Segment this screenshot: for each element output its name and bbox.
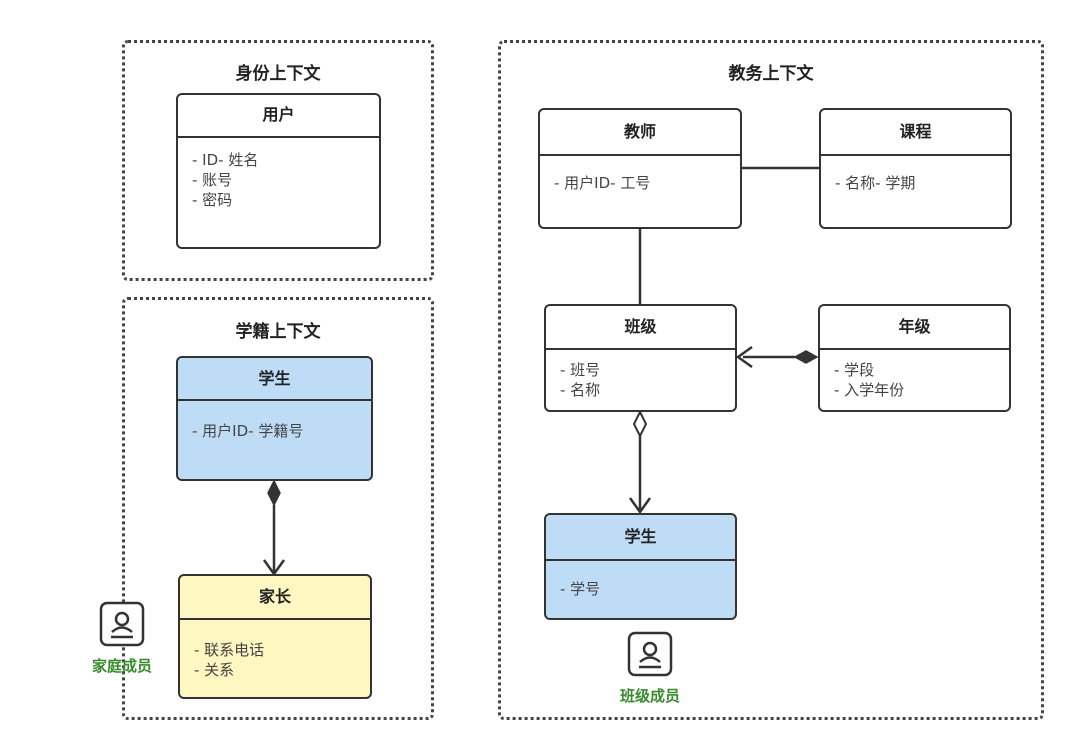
class-attr-name: - 名称 [560,381,601,399]
user-entity: 用户 - ID- 姓名 - 账号 - 密码 [176,93,381,249]
parent-attr-phone: - 联系电话 [194,641,265,659]
user-entity-attributes: - ID- 姓名 - 账号 - 密码 [178,138,379,210]
identity-context-title: 身份上下文 [235,64,321,84]
user-entity-title: 用户 [178,95,379,138]
teacher-attr-ids: - 用户ID- 工号 [554,174,651,192]
person-badge-icon [627,631,673,677]
academic-student-attr-number: - 学号 [560,580,601,598]
class-entity-title: 班级 [546,306,735,350]
user-attr-password: - 密码 [192,191,233,209]
grade-entity: 年级 - 学段 - 入学年份 [818,304,1011,412]
user-attr-id-name: - ID- 姓名 [192,151,259,169]
course-attr-name-term: - 名称- 学期 [835,174,916,192]
enrollment-student-title: 学生 [178,358,371,401]
enrollment-context: 学籍上下文 [122,297,434,720]
parent-entity-attributes: - 联系电话 - 关系 [180,620,370,680]
class-attr-number: - 班号 [560,361,601,379]
class-member-label: 班级成员 [619,687,680,705]
enrollment-student-attr-ids: - 用户ID- 学籍号 [192,422,304,440]
class-entity: 班级 - 班号 - 名称 [544,304,737,412]
academic-context-title: 教务上下文 [728,64,814,84]
course-entity-title: 课程 [821,110,1010,156]
teacher-entity-title: 教师 [540,110,740,156]
enrollment-student-entity: 学生 - 用户ID- 学籍号 [176,356,373,481]
parent-attr-relationship: - 关系 [194,661,235,679]
family-member-label: 家庭成员 [91,657,152,675]
teacher-entity-attributes: - 用户ID- 工号 [540,156,740,193]
academic-context: 教务上下文 [498,40,1044,720]
academic-student-entity: 学生 - 学号 [544,513,737,620]
grade-entity-attributes: - 学段 - 入学年份 [820,350,1009,400]
class-entity-attributes: - 班号 - 名称 [546,350,735,400]
person-badge-icon [99,601,145,647]
parent-entity-title: 家长 [180,576,370,620]
identity-context: 身份上下文 [122,40,434,281]
grade-attr-entry-year: - 入学年份 [834,381,905,399]
enrollment-student-attributes: - 用户ID- 学籍号 [178,401,371,441]
course-entity: 课程 - 名称- 学期 [819,108,1012,229]
grade-attr-stage: - 学段 [834,361,875,379]
academic-student-title: 学生 [546,515,735,561]
course-entity-attributes: - 名称- 学期 [821,156,1010,193]
academic-student-attributes: - 学号 [546,561,735,599]
parent-entity: 家长 - 联系电话 - 关系 [178,574,372,699]
grade-entity-title: 年级 [820,306,1009,350]
teacher-entity: 教师 - 用户ID- 工号 [538,108,742,229]
enrollment-context-title: 学籍上下文 [235,322,321,342]
user-attr-account: - 账号 [192,171,233,189]
